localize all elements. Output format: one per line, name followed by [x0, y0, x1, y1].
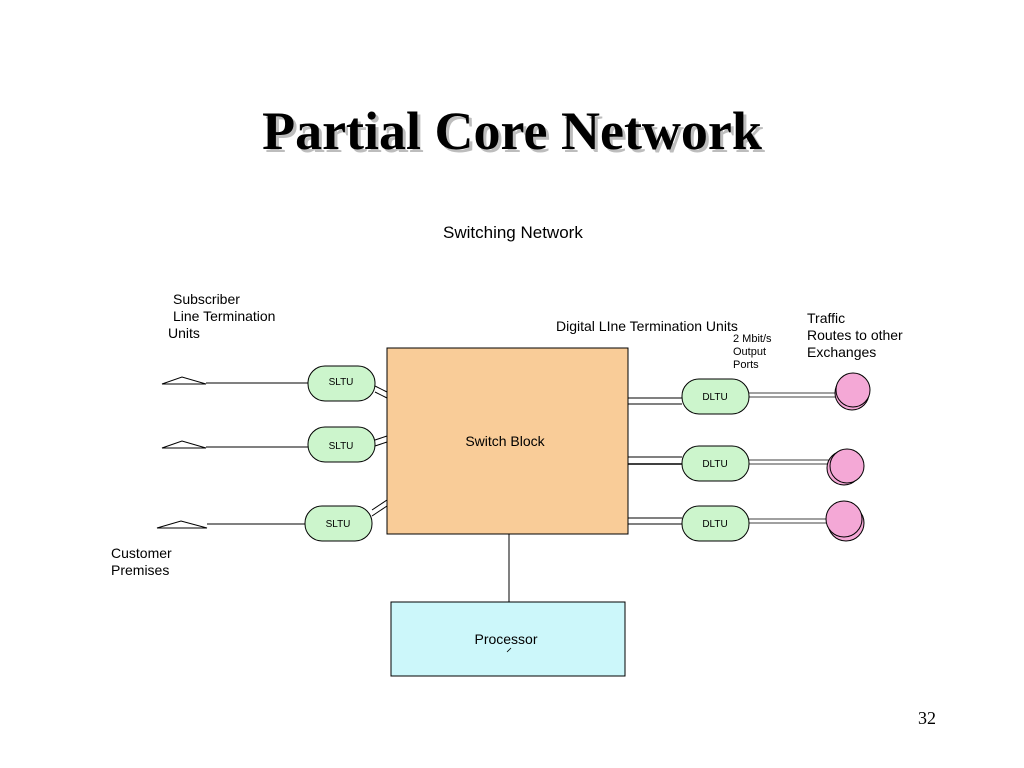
processor-mark [506, 647, 512, 653]
sltu-link-3 [371, 499, 388, 517]
sltu-link-1 [374, 385, 388, 399]
dltu-label-3: DLTU [702, 519, 727, 530]
exchange-node-3 [825, 500, 865, 542]
page-number: 32 [918, 708, 936, 728]
sltu-unit-1: SLTU [307, 365, 376, 402]
sltu-label-3: SLTU [326, 519, 351, 530]
dltu-link-2 [628, 456, 682, 465]
digital-line-units-label: Digital LIne Termination Units [556, 318, 738, 334]
customer-terminal-1 [161, 376, 207, 385]
output-ports-label-line-2: Output [733, 346, 767, 358]
processor-label: Processor [474, 631, 537, 647]
slide-title: Partial Core Network [262, 101, 762, 161]
subscriber-label-line-1: Subscriber [173, 291, 240, 307]
sltu-link-2 [374, 435, 388, 447]
traffic-label-line-1: Traffic [807, 310, 846, 326]
dltu-unit-1: DLTU [681, 378, 750, 415]
customer-terminal-2 [161, 440, 207, 449]
sltu-unit-3: SLTU [304, 505, 373, 542]
switch-block-label: Switch Block [465, 433, 545, 449]
output-port-line-1 [749, 392, 836, 398]
customer-label-line-1: Customer [111, 545, 172, 561]
traffic-label-line-2: Routes to other [807, 327, 903, 343]
customer-terminal-3 [156, 520, 208, 529]
dltu-label-1: DLTU [702, 392, 727, 403]
exchange-node-1 [834, 372, 871, 411]
subscriber-label-line-3: Units [168, 325, 200, 341]
exchange-node-2 [826, 448, 865, 486]
output-port-line-2 [749, 459, 830, 465]
dltu-unit-3: DLTU [681, 505, 750, 542]
switch-block [386, 347, 629, 535]
dltu-label-2: DLTU [702, 459, 727, 470]
dltu-unit-2: DLTU [681, 445, 750, 482]
customer-label-line-2: Premises [111, 562, 170, 578]
output-ports-label-line-3: Ports [733, 359, 759, 371]
traffic-label-line-3: Exchanges [807, 344, 877, 360]
processor-block [390, 601, 626, 677]
sltu-label-1: SLTU [329, 377, 354, 388]
sltu-label-2: SLTU [329, 441, 354, 452]
output-port-line-3 [749, 518, 828, 524]
sltu-unit-2: SLTU [307, 426, 376, 463]
subscriber-label-line-2: Line Termination [173, 308, 276, 324]
output-ports-label-line-1: 2 Mbit/s [733, 333, 772, 345]
dltu-link-1 [628, 397, 682, 405]
dltu-link-3 [628, 517, 682, 525]
switching-network-label: Switching Network [443, 223, 583, 242]
